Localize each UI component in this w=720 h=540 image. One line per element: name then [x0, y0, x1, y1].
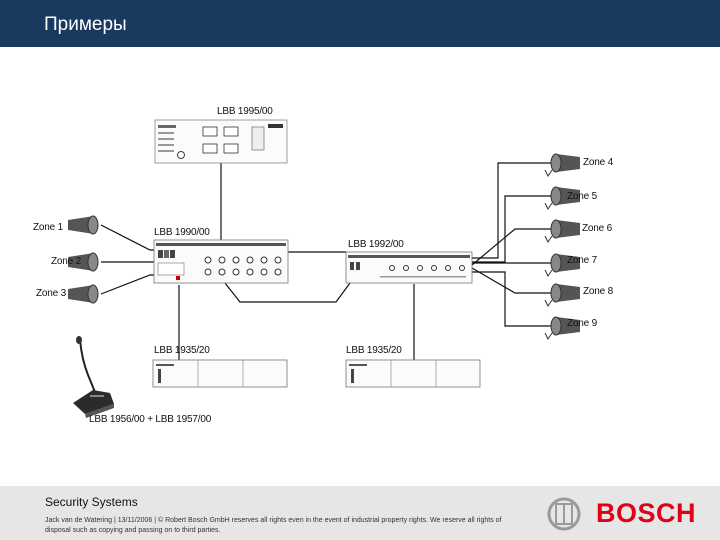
- label-lbb1935-right: LBB 1935/20: [346, 345, 402, 356]
- speaker-zone-9-icon: [544, 316, 580, 340]
- label-lbb1992: LBB 1992/00: [348, 239, 404, 250]
- label-zone-4: Zone 4: [583, 157, 613, 168]
- system-diagram: LBB 1995/00 LBB 1990/00 LBB 1992/00 LBB …: [0, 47, 720, 486]
- label-zone-2: Zone 2: [51, 256, 81, 267]
- speaker-zone-1-icon: [68, 215, 99, 235]
- page-title: Примеры: [44, 14, 127, 35]
- label-zone-6: Zone 6: [582, 223, 612, 234]
- label-zone-7: Zone 7: [567, 255, 597, 266]
- speaker-zone-6-icon: [544, 219, 580, 243]
- bosch-logo: BOSCH: [544, 496, 714, 532]
- lbb1992-device: [345, 251, 473, 284]
- label-zone-8: Zone 8: [583, 286, 613, 297]
- bosch-logo-text: BOSCH: [596, 498, 697, 528]
- speaker-zone-4-icon: [544, 153, 580, 177]
- diagram-graphics: [68, 119, 580, 418]
- bosch-armature-icon: [547, 497, 581, 531]
- header-bar: Примеры: [0, 0, 720, 47]
- lbb1990-device: [153, 239, 289, 284]
- lbb1935-right-device: [345, 359, 481, 388]
- label-zone-9: Zone 9: [567, 318, 597, 329]
- speaker-zone-2-icon: [68, 252, 99, 272]
- callstation-device: [73, 336, 114, 418]
- cabling: [100, 162, 560, 360]
- speaker-zone-5-icon: [544, 186, 580, 210]
- label-lbb1995: LBB 1995/00: [217, 106, 273, 117]
- label-lbb1990: LBB 1990/00: [154, 227, 210, 238]
- speaker-zone-8-icon: [544, 283, 580, 307]
- label-zone-5: Zone 5: [567, 191, 597, 202]
- speaker-zone-7-icon: [544, 253, 580, 277]
- footer-copyright-note: Jack van de Watering | 13/11/2006 | © Ro…: [45, 517, 502, 534]
- speaker-zone-3-icon: [68, 284, 99, 304]
- footer-title: Security Systems: [45, 495, 138, 509]
- footer-bar: Security Systems Jack van de Watering | …: [0, 486, 720, 540]
- label-lbb1935-left: LBB 1935/20: [154, 345, 210, 356]
- lbb1995-device: [154, 119, 288, 164]
- label-zone-3: Zone 3: [36, 288, 66, 299]
- label-callstation: LBB 1956/00 + LBB 1957/00: [89, 414, 212, 425]
- lbb1935-left-device: [152, 359, 288, 388]
- label-zone-1: Zone 1: [33, 222, 63, 233]
